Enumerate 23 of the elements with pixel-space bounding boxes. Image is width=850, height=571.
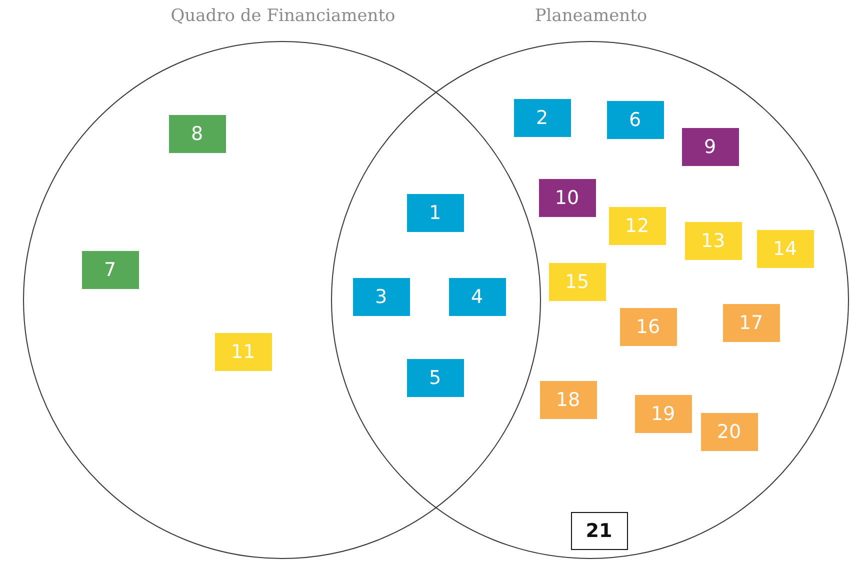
number-tag: 21 (570, 512, 628, 550)
number-tag: 15 (548, 263, 606, 301)
number-tag: 8 (168, 115, 226, 153)
circle-title: Planeamento (534, 6, 648, 26)
number-tag: 18 (540, 381, 596, 419)
number-tag: 2 (514, 99, 570, 137)
number-tag: 16 (620, 308, 676, 346)
number-tag: 1 (406, 194, 464, 232)
circle-title: Quadro de Financiamento (170, 6, 396, 26)
number-tag: 5 (406, 359, 464, 397)
number-tag: 19 (634, 395, 692, 433)
number-tag: 12 (608, 207, 666, 245)
number-tag: 11 (214, 333, 272, 371)
number-tag: 7 (82, 251, 138, 289)
number-tag: 13 (684, 222, 742, 260)
number-tag: 6 (606, 101, 664, 139)
number-tag: 20 (700, 413, 758, 451)
number-tag: 3 (352, 278, 410, 316)
number-tag: 14 (756, 230, 814, 268)
number-tag: 17 (722, 304, 780, 342)
number-tag: 10 (538, 179, 596, 217)
number-tag: 4 (448, 278, 506, 316)
number-tag: 9 (682, 128, 738, 166)
